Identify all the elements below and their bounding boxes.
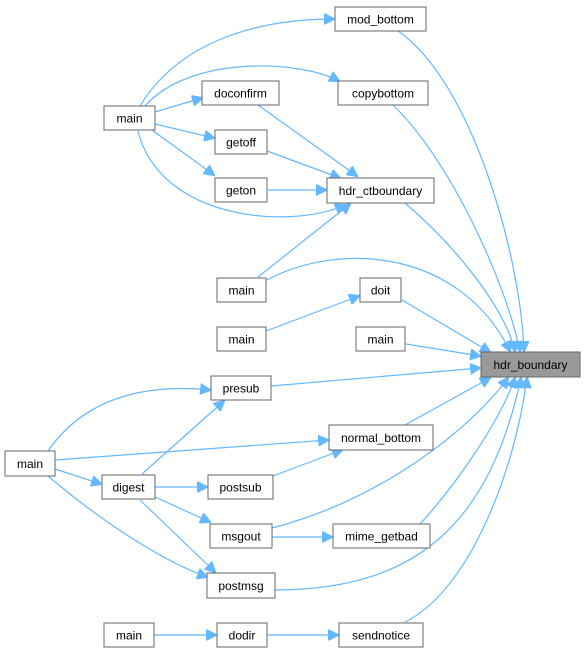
edge-main3-to-doit xyxy=(265,296,359,332)
node-label: hdr_boundary xyxy=(493,358,567,372)
node-main-4[interactable]: main xyxy=(355,326,406,352)
edge-main5-to-presub xyxy=(47,389,210,452)
edge-main-to-mod-bottom xyxy=(139,19,334,107)
edge-main4-to-hdr-boundary xyxy=(405,343,480,356)
node-main-5[interactable]: main xyxy=(4,450,56,477)
node-label: digest xyxy=(112,481,145,495)
edge-copybottom-to-hdr-boundary xyxy=(392,104,520,351)
node-label: doit xyxy=(371,284,391,298)
edge-main-to-copybottom xyxy=(144,65,339,107)
node-label: getoff xyxy=(226,136,256,150)
node-main-3[interactable]: main xyxy=(216,326,267,352)
node-label: dodir xyxy=(229,629,256,643)
node-label: main xyxy=(17,457,43,471)
node-label: mime_getbad xyxy=(345,530,418,544)
edge-main-to-geton xyxy=(151,129,214,175)
edge-sendnotice-to-hdr-boundary xyxy=(404,378,527,623)
edge-hdr-ctboundary-to-hdr-boundary xyxy=(404,202,515,351)
edge-main5-to-postmsg xyxy=(47,475,207,577)
edge-digest-to-msgout xyxy=(154,496,210,522)
node-hdr-ctboundary[interactable]: hdr_ctboundary xyxy=(326,177,435,204)
node-hdr-boundary[interactable]: hdr_boundary xyxy=(480,351,581,378)
edge-main5-to-digest xyxy=(54,468,101,484)
node-digest[interactable]: digest xyxy=(101,474,156,500)
node-label: main xyxy=(116,112,142,126)
node-label: msgout xyxy=(221,530,261,544)
edge-msgout-to-hdr-boundary xyxy=(271,378,508,529)
node-copybottom[interactable]: copybottom xyxy=(337,80,429,106)
nodes: mod_bottom copybottom doconfirm getoff g… xyxy=(4,6,581,648)
edge-postsub-to-normal-bottom xyxy=(272,450,342,477)
edge-main-to-getoff xyxy=(154,123,214,138)
node-label: hdr_ctboundary xyxy=(339,184,422,198)
edge-mod-bottom-to-hdr-boundary xyxy=(397,30,524,351)
edges xyxy=(47,19,527,635)
edge-digest-to-postmsg xyxy=(139,499,215,572)
node-main-2[interactable]: main xyxy=(216,277,267,303)
edge-doconfirm-to-hdr-ctboundary xyxy=(257,104,357,176)
edge-main5-to-normal-bottom xyxy=(54,440,328,461)
node-label: main xyxy=(228,333,254,347)
node-label: mod_bottom xyxy=(347,13,414,27)
node-postsub[interactable]: postsub xyxy=(207,474,274,500)
node-doit[interactable]: doit xyxy=(359,277,402,303)
node-label: main xyxy=(116,629,142,643)
node-mime-getbad[interactable]: mime_getbad xyxy=(332,523,431,549)
edge-normal-bottom-to-hdr-boundary xyxy=(404,378,490,426)
node-doconfirm[interactable]: doconfirm xyxy=(201,80,280,106)
node-msgout[interactable]: msgout xyxy=(209,523,273,549)
edge-digest-to-presub xyxy=(141,401,224,475)
node-label: copybottom xyxy=(352,87,414,101)
edge-doit-to-hdr-boundary xyxy=(401,299,490,352)
node-getoff[interactable]: getoff xyxy=(214,129,268,155)
node-postmsg[interactable]: postmsg xyxy=(206,572,276,599)
edge-main-to-hdr-ctboundary xyxy=(137,130,345,218)
node-mod-bottom[interactable]: mod_bottom xyxy=(334,6,427,32)
node-label: sendnotice xyxy=(352,629,410,643)
node-label: geton xyxy=(226,184,256,198)
edge-main-to-doconfirm xyxy=(154,98,202,113)
node-label: postmsg xyxy=(218,579,263,593)
node-label: postsub xyxy=(219,481,261,495)
edge-presub-to-hdr-boundary xyxy=(270,368,480,387)
node-label: doconfirm xyxy=(214,87,267,101)
node-normal-bottom[interactable]: normal_bottom xyxy=(328,424,434,451)
node-main-1[interactable]: main xyxy=(103,105,156,131)
node-sendnotice[interactable]: sendnotice xyxy=(338,622,424,648)
edge-postmsg-to-hdr-boundary xyxy=(274,378,521,591)
edge-mime-getbad-to-hdr-boundary xyxy=(419,378,515,525)
node-label: presub xyxy=(223,382,260,396)
node-label: normal_bottom xyxy=(341,431,421,445)
node-label: main xyxy=(367,333,393,347)
node-dodir[interactable]: dodir xyxy=(216,622,268,648)
edge-getoff-to-hdr-ctboundary xyxy=(266,150,340,178)
edge-main2-to-hdr-boundary xyxy=(264,257,510,351)
edge-main2-to-hdr-ctboundary xyxy=(257,204,350,278)
node-label: main xyxy=(228,284,254,298)
node-presub[interactable]: presub xyxy=(210,375,272,401)
node-main-7[interactable]: main xyxy=(103,622,155,648)
node-geton[interactable]: geton xyxy=(214,177,268,203)
